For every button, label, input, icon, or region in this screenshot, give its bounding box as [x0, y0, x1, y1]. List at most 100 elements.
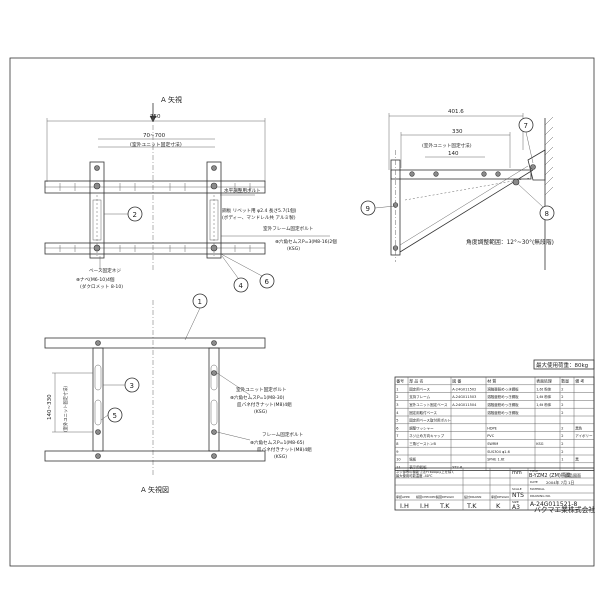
table-row-cell: 1,6t 粉体 — [536, 402, 552, 407]
table-header-cell: 数量 — [561, 379, 569, 384]
tb-size: A3 — [512, 504, 520, 511]
tb-notes-1: ネジ部等の機能寸法PT600μ以上を除く — [396, 469, 455, 474]
table-row-cell: 2 — [561, 442, 563, 446]
annotation-frame-bolt: 室外フレーム固定ボルト — [263, 225, 313, 232]
wall-hatch — [544, 116, 554, 196]
max-load-box — [533, 359, 595, 370]
table-row-cell: 3 — [396, 403, 398, 407]
table-row-cell: 1 — [561, 458, 563, 462]
table-row-cell: 固定用取付ベース — [409, 410, 437, 415]
svg-text:7: 7 — [524, 122, 528, 130]
table-row-cell: 三角ピーストンB — [409, 441, 436, 446]
annotation-frame-bolt2-ksg: (KSG) — [274, 454, 287, 460]
svg-text:9: 9 — [366, 205, 370, 213]
annotation-unit-bolt-ksg: (KSG) — [254, 409, 267, 415]
tb-subtitle: 部品図面 — [565, 472, 581, 478]
table-row-cell: 6 — [396, 426, 398, 430]
table-row-cell: 固定用ベース — [409, 386, 430, 391]
svg-text:1: 1 — [198, 298, 202, 306]
angle-range-line — [404, 177, 531, 201]
annotation-unit-bolt-spec: ⊕六角セムスP=1(M8-30) — [230, 394, 285, 401]
table-row-cell: PVC — [487, 434, 495, 438]
tb-company: バクマエ業株式会社 — [534, 505, 595, 514]
svg-text:3: 3 — [130, 382, 134, 390]
view-arrow-head — [149, 115, 157, 123]
tb-scale: NTS — [512, 492, 524, 499]
bolt-head — [93, 244, 101, 252]
table-row-cell: 2 — [561, 434, 563, 438]
table-row-cell: KSG — [536, 442, 544, 446]
bottom-right-base — [208, 347, 220, 452]
table-row-cell: 8 — [396, 442, 398, 446]
tb-scale-label: SCALE — [512, 487, 522, 491]
wall-bracket — [527, 149, 546, 181]
table-row-cell: 室外ユニット固定ベース — [409, 402, 448, 407]
table-row-cell: YT2-6 — [452, 465, 462, 469]
table-row-cell: 溶融亜鉛めっき鋼板 — [487, 402, 519, 407]
svg-text:2: 2 — [133, 211, 137, 219]
table-row-cell: 黒色 — [575, 425, 583, 430]
table-row-cell: A-24G011503 — [452, 395, 476, 399]
bolt-head — [211, 165, 217, 171]
dim-70-700: 70~700 — [143, 133, 166, 139]
annotation-unit-bolt: 室外ユニット固定ボルト — [236, 386, 287, 393]
annotation-base-screw-spec: ⊕ナベ(M6-10)4個 — [76, 276, 115, 283]
table-row-cell: 固定用ベース取付用ボルト — [409, 418, 451, 423]
tb-drawing-no-label: DRAWING NO. — [530, 494, 551, 498]
table-row-cell: 10 — [396, 458, 400, 462]
table-row-cell: SWRM — [487, 442, 498, 446]
dim-330: 330 — [452, 129, 463, 135]
table-row-cell: 5 — [396, 419, 398, 423]
table-row-cell: 2 — [561, 411, 563, 415]
table-row-cell: A-24G011504 — [452, 403, 477, 407]
table-header-cell: 番号 — [396, 379, 404, 384]
svg-text:6: 6 — [265, 278, 270, 286]
angle-range-note: 角度調整範囲：12°~30°(無段階) — [466, 238, 554, 246]
bottom-lower-rail — [44, 450, 266, 462]
table-row-cell: 2 — [561, 403, 563, 407]
view-title-bottom: A 矢視図 — [141, 485, 169, 494]
annotation-unit-bolt-nut: 皿バネ付きナット(M8)4組 — [237, 401, 292, 408]
table-row-cell: HDPE — [487, 426, 497, 430]
tb-sign-3: T.K — [466, 502, 477, 510]
table-row-cell: 2 — [561, 426, 563, 430]
table-header-cell: 部 品 名 — [409, 379, 423, 384]
table-header-cell: 材 質 — [487, 379, 496, 384]
tb-date: 2004年 7月 1日 — [546, 480, 575, 485]
table-row-cell: 1,6t 粉体 — [536, 394, 552, 399]
table-row-cell: 9 — [396, 450, 398, 454]
svg-text:8: 8 — [545, 210, 549, 218]
annotation-frame-bolt2: フレーム固定ボルト — [262, 431, 303, 438]
tb-date-label: DATE — [530, 480, 538, 484]
tb-sign-0: I.H — [400, 502, 409, 510]
bottom-upper-rail — [44, 337, 266, 349]
max-load: 最大使用荷重：80kg — [536, 361, 588, 369]
tb-sign-1: I.H — [420, 502, 429, 510]
title-block: ネジ部等の機能寸法PT600μ以上を除く 最大使用可能温度 -40℃ mm TI… — [394, 467, 595, 514]
tb-drawing-no: A-24G011521-8 — [530, 501, 577, 508]
annotation-base-screw-coat: (ダクロメット 8-10) — [80, 283, 123, 290]
tb-title-label: TITLE — [529, 469, 538, 473]
annotation-level-adjust: 水平調整用ボルト — [224, 187, 261, 194]
table-row-cell: 溶融亜鉛めっき鋼板 — [487, 386, 519, 391]
rail-slots — [59, 183, 251, 252]
table-row-cell: 黒 — [575, 458, 579, 462]
left-support-frame — [89, 161, 105, 259]
annotation-frame-bolt-spec: ⊕六角セムスP=3(M8-16)2個 — [275, 238, 337, 245]
table-header-cell: 備 考 — [575, 379, 584, 384]
bolt-head — [210, 182, 218, 190]
bolt-head — [94, 165, 100, 171]
balloon-2 — [127, 206, 143, 222]
balloon-6 — [259, 273, 275, 289]
bolt-head — [210, 244, 218, 252]
lower-rail — [44, 242, 266, 255]
right-support-frame — [206, 161, 222, 259]
dim-fixing-label: (室外ユニット固定寸法) — [130, 141, 182, 148]
table-row-cell: 支持フレーム — [409, 394, 430, 399]
table-row-cell: 11 — [396, 465, 400, 469]
table-row-cell: 2 — [561, 387, 563, 391]
annotation-base-screw: ベース固定ネジ — [89, 267, 121, 274]
tb-title: B-YZM2 (ZM)標準 — [529, 472, 571, 479]
